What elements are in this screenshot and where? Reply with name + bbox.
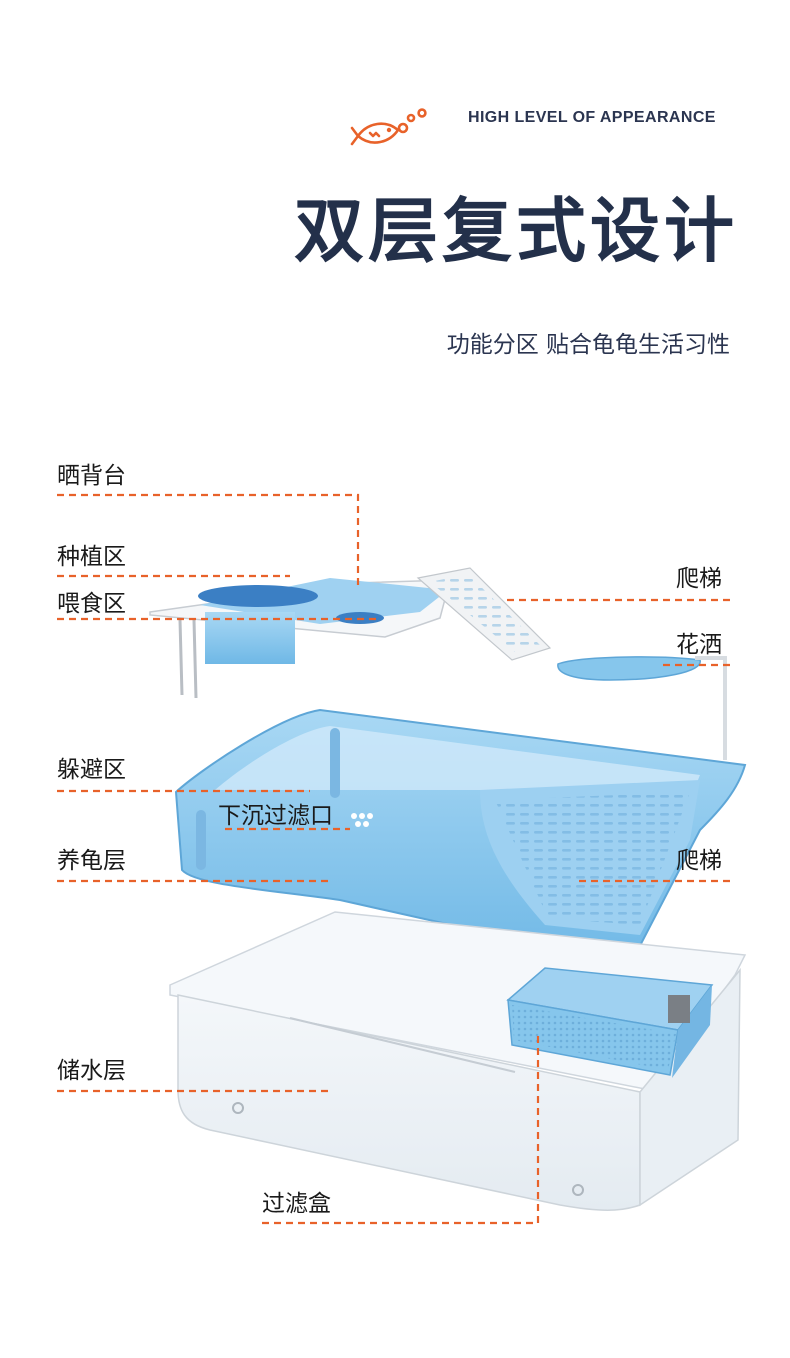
filter-box: [506, 967, 714, 1078]
callout-hiding: 躲避区: [57, 757, 126, 783]
fish-bubbles-icon: [350, 108, 427, 146]
sprinkler: [557, 656, 727, 760]
page-subtitle: 功能分区 贴合龟龟生活习性: [446, 332, 730, 358]
leader-basking: [57, 493, 360, 585]
callout-basking: 晒背台: [57, 463, 126, 489]
leader-filter-box: [262, 1035, 540, 1225]
basking-platform: [149, 578, 451, 699]
water-layer-tank: [169, 911, 747, 1211]
ladder-top: [416, 567, 552, 661]
callout-sprinkler: 花洒: [676, 632, 722, 658]
callout-drain: 下沉过滤口: [218, 803, 333, 829]
callout-ramp-bottom: 爬梯: [676, 848, 722, 874]
turtle-tank-exploded-icon: [149, 567, 747, 1211]
page-title: 双层复式设计: [294, 190, 738, 272]
header-tag: HIGH LEVEL OF APPEARANCE: [468, 109, 716, 126]
turtle-layer-tray: [174, 708, 747, 967]
callout-water-layer: 储水层: [57, 1058, 126, 1084]
callout-turtle-layer: 养龟层: [57, 848, 126, 874]
callout-planting: 种植区: [57, 544, 126, 570]
callout-filter-box: 过滤盒: [262, 1191, 331, 1217]
callout-ramp-top: 爬梯: [676, 566, 722, 592]
callout-feeding: 喂食区: [57, 591, 126, 617]
